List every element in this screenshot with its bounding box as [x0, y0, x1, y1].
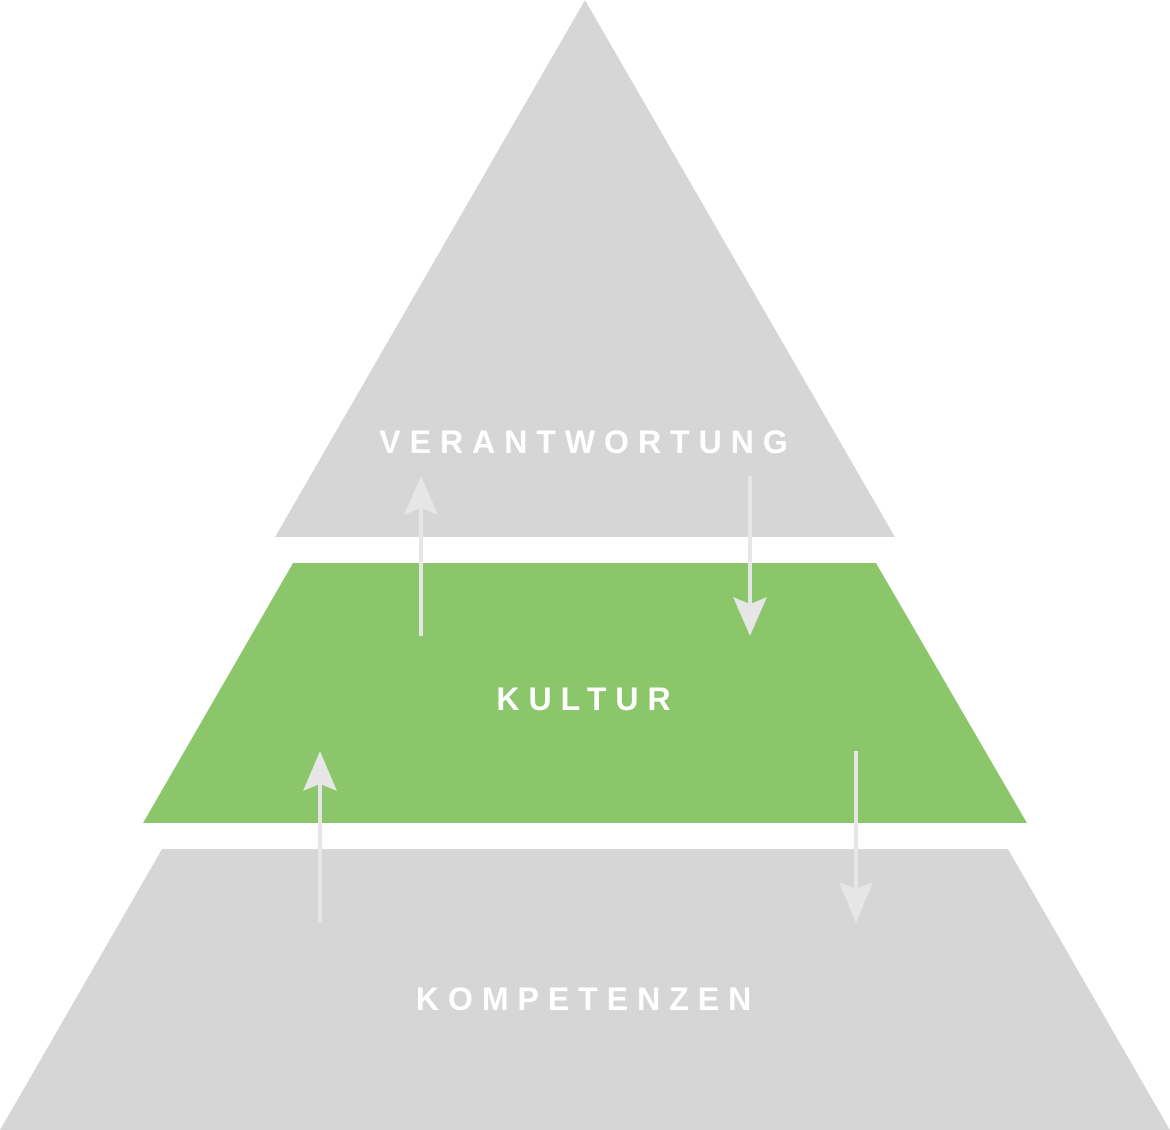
level-label-kompetenzen: KOMPETENZEN: [416, 981, 760, 1017]
level-label-verantwortung: VERANTWORTUNG: [379, 424, 796, 460]
arrow-down-icon: [839, 751, 873, 923]
pyramid-level-middle: [143, 563, 1027, 823]
arrow-down-icon: [733, 476, 767, 636]
arrow-up-icon: [404, 476, 438, 636]
level-label-kultur: KULTUR: [496, 681, 679, 717]
pyramid-level-top: [275, 0, 895, 537]
arrow-up-icon: [303, 751, 337, 923]
pyramid-level-bottom: [0, 849, 1170, 1130]
